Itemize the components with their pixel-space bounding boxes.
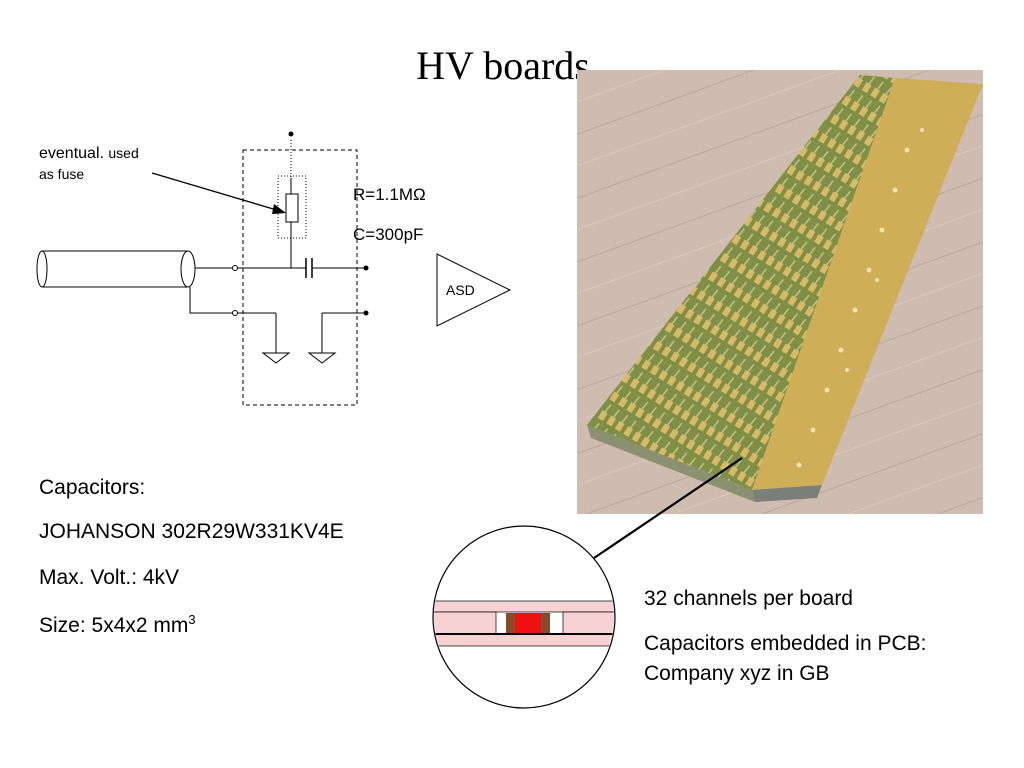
- embedded-capacitors-line2: Company xyz in GB: [644, 662, 830, 685]
- capacitor-value-label: C=300pF: [353, 225, 424, 244]
- fuse-note: eventual. used as fuse: [39, 143, 139, 185]
- coax-cable: [36, 250, 196, 288]
- pcb-detail-circle: [432, 525, 616, 709]
- embedded-capacitors-line1: Capacitors embedded in PCB:: [644, 632, 927, 655]
- input-node: [232, 265, 238, 271]
- capacitor-end-left: [506, 613, 515, 633]
- ground-output-node: [363, 310, 369, 316]
- capacitor-size-text: Size: 5x4x2 mm: [39, 614, 189, 637]
- capacitor-end-right: [541, 613, 550, 633]
- fuse-note-main: eventual.: [39, 145, 104, 162]
- ground-input-node: [232, 310, 238, 316]
- detail-pointer: [593, 457, 743, 559]
- capacitors-heading: Capacitors:: [39, 476, 146, 499]
- ground-symbol-left: [261, 352, 291, 364]
- capacitor-size: Size: 5x4x2 mm3: [39, 612, 196, 638]
- hv-board-outline: [242, 149, 358, 406]
- hv-supply-node: [288, 131, 294, 137]
- capacitor-part-number: JOHANSON 302R29W331KV4E: [39, 520, 344, 543]
- fuse-arrow: [151, 172, 281, 212]
- resistor-value-label: R=1.1MΩ: [353, 185, 426, 204]
- ground-symbol-right: [307, 352, 337, 364]
- hv-board-photo-drawing: [577, 70, 983, 514]
- resistor-symbol: [285, 193, 299, 223]
- fuse-note-line2: as fuse: [39, 166, 85, 182]
- asd-amplifier-symbol: [436, 253, 512, 327]
- capacitor-size-exponent: 3: [188, 612, 196, 627]
- output-node: [363, 265, 369, 271]
- embedded-capacitor: [515, 613, 541, 633]
- asd-label: ASD: [446, 282, 475, 298]
- slide-title: HV boards: [416, 43, 590, 88]
- capacitor-max-volt: Max. Volt.: 4kV: [39, 566, 180, 589]
- hv-board-photo: [577, 70, 983, 514]
- fuse-note-small: used: [108, 145, 139, 161]
- channels-per-board: 32 channels per board: [644, 587, 853, 610]
